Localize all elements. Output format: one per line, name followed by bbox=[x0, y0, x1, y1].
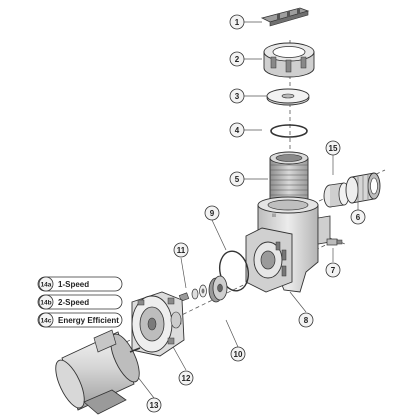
port-adapter bbox=[323, 182, 350, 208]
shaft-seal bbox=[178, 284, 207, 302]
union-nut bbox=[345, 172, 381, 204]
callout-badge-12: 12 bbox=[178, 370, 194, 386]
legend-label: 2-Speed bbox=[58, 298, 89, 307]
legend-label: 1-Speed bbox=[58, 280, 89, 289]
callout-badge-6: 6 bbox=[350, 209, 366, 225]
callout-number: 6 bbox=[356, 213, 361, 222]
callout-badge-4: 4 bbox=[229, 122, 245, 138]
svg-text:||||: |||| bbox=[272, 212, 276, 217]
lid-o-ring bbox=[270, 124, 308, 138]
legend-label: Energy Efficient bbox=[58, 316, 119, 325]
legend-code: 14c bbox=[41, 317, 52, 324]
callout-badge-15: 15 bbox=[325, 140, 341, 156]
callout-number: 9 bbox=[210, 209, 215, 218]
callout-badge-5: 5 bbox=[229, 171, 245, 187]
motor bbox=[55, 329, 141, 415]
callout-badge-3: 3 bbox=[229, 88, 245, 104]
impeller bbox=[208, 275, 228, 303]
legend: 14a 1-Speed 14b 2-Speed 14c Energy Efficient bbox=[37, 276, 123, 328]
callout-badge-11: 11 bbox=[173, 242, 189, 258]
callout-badge-2: 2 bbox=[229, 51, 245, 67]
callout-number: 3 bbox=[235, 92, 240, 101]
callout-badge-8: 8 bbox=[298, 312, 314, 328]
legend-item-14c: 14c Energy Efficient bbox=[37, 312, 123, 328]
callout-number: 10 bbox=[234, 350, 243, 359]
callout-number: 13 bbox=[150, 401, 159, 410]
callout-badge-1: 1 bbox=[229, 14, 245, 30]
callout-number: 4 bbox=[235, 126, 240, 135]
lid bbox=[266, 88, 310, 106]
callout-number: 2 bbox=[235, 55, 240, 64]
pump-housing: |||| bbox=[245, 196, 331, 293]
drain-plug bbox=[326, 238, 343, 246]
callout-number: 7 bbox=[331, 266, 336, 275]
callout-number: 11 bbox=[177, 246, 186, 255]
lid-handle bbox=[260, 7, 310, 27]
legend-item-14b: 14b 2-Speed bbox=[37, 294, 123, 310]
callout-badge-7: 7 bbox=[325, 262, 341, 278]
legend-code: 14a bbox=[41, 281, 52, 288]
callout-badge-10: 10 bbox=[230, 346, 246, 362]
legend-item-14a: 14a 1-Speed bbox=[37, 276, 123, 292]
callout-number: 8 bbox=[304, 316, 309, 325]
callout-number: 1 bbox=[235, 18, 240, 27]
housing-o-ring bbox=[218, 250, 250, 292]
callout-badge-13: 13 bbox=[146, 397, 162, 413]
lock-ring bbox=[263, 42, 315, 78]
callout-number: 5 bbox=[235, 175, 240, 184]
callout-number: 15 bbox=[329, 144, 338, 153]
callout-badge-9: 9 bbox=[204, 205, 220, 221]
legend-code: 14b bbox=[40, 299, 51, 306]
seal-plate bbox=[131, 291, 185, 357]
callout-number: 12 bbox=[182, 374, 191, 383]
